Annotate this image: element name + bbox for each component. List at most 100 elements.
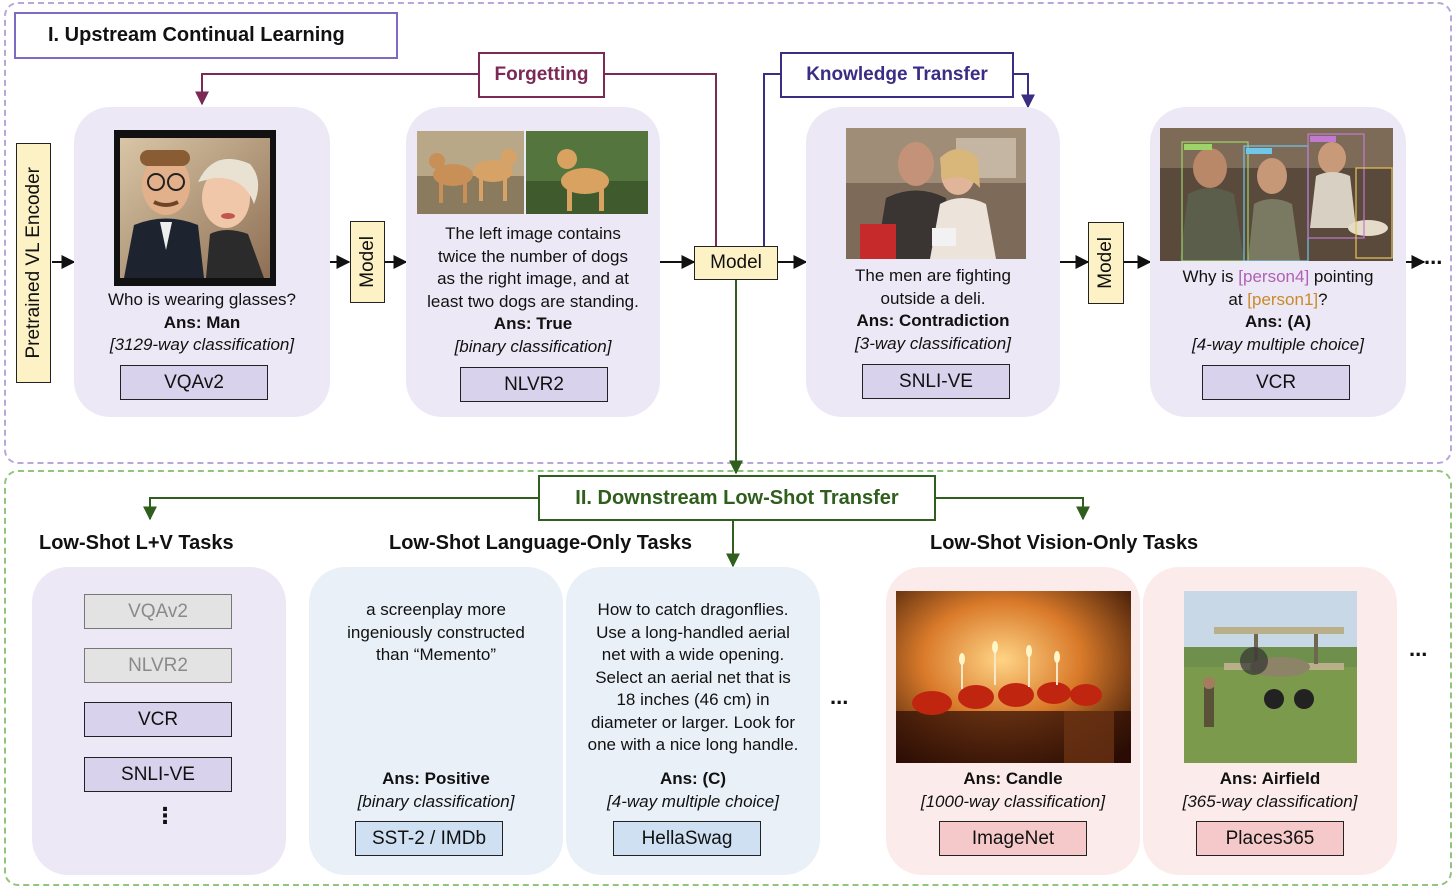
lv-tag-snli-ve: SNLI-VE	[84, 757, 232, 792]
language-ellipsis: ...	[830, 684, 849, 709]
knowledge-transfer-label-text: Knowledge Transfer	[806, 64, 988, 85]
snli-photo	[846, 128, 1026, 259]
forgetting-label: Forgetting	[478, 52, 605, 98]
tag-nlvr2-text: NLVR2	[504, 373, 564, 395]
nlvr-statement-line-3: as the right image, and at	[437, 269, 629, 288]
nlvr-statement-line-4: least two dogs are standing.	[427, 291, 639, 311]
knowledge-transfer-label: Knowledge Transfer	[780, 52, 1014, 98]
vqa-text: Who is wearing glasses? Ans: Man [3129-w…	[74, 289, 330, 357]
model-box-3-label: Model	[1095, 237, 1116, 289]
upstream-title-text: I. Upstream Continual Learning	[48, 24, 345, 46]
nlvr-answer: Ans: True	[493, 314, 573, 333]
tag-hellaswag-text: HellaSwag	[641, 827, 733, 849]
lv-tag-vcr: VCR	[84, 702, 232, 737]
sst-line-1: a screenplay more	[366, 600, 506, 619]
sst-line-3: than “Memento”	[376, 645, 496, 664]
lv-tag-vqav2-text: VQAv2	[128, 600, 188, 622]
model-box-1: Model	[350, 221, 385, 303]
vcr-ref-person4: [person4]	[1238, 267, 1310, 286]
arrow-downstream-to-lv	[143, 497, 538, 521]
tag-snli-ve: SNLI-VE	[862, 364, 1010, 399]
model-box-center-label: Model	[710, 252, 762, 273]
sst-task-kind: [binary classification]	[357, 791, 515, 811]
forgetting-path-right	[605, 73, 717, 246]
hellaswag-line-3: net with a wide opening.	[601, 645, 785, 664]
tag-nlvr2: NLVR2	[460, 367, 608, 402]
tag-places365: Places365	[1196, 821, 1344, 856]
model-box-center: Model	[694, 246, 778, 280]
imagenet-task-kind: [1000-way classification]	[920, 791, 1106, 811]
lv-tag-snli-ve-text: SNLI-VE	[121, 763, 195, 785]
vision-heading: Low-Shot Vision-Only Tasks	[930, 532, 1199, 554]
places-answer: Ans: Airfield	[1219, 769, 1321, 788]
tag-imagenet: ImageNet	[939, 821, 1087, 856]
tag-places365-text: Places365	[1225, 827, 1315, 849]
vcr-q2-post: ?	[1318, 289, 1328, 309]
upstream-ellipsis: ...	[1424, 244, 1443, 269]
sst-line-2: ingeniously constructed	[347, 622, 525, 642]
snli-hypothesis-line-1: The men are fighting	[855, 266, 1011, 285]
places-task-kind: [365-way classification]	[1182, 791, 1358, 811]
downstream-title-text: II. Downstream Low-Shot Transfer	[575, 486, 899, 509]
lv-tag-nlvr2: NLVR2	[84, 648, 232, 683]
sst-answer: Ans: Positive	[382, 769, 490, 788]
forgetting-label-text: Forgetting	[494, 64, 589, 85]
vcr-photo	[1160, 128, 1393, 261]
airfield-photo	[1184, 591, 1357, 763]
downstream-title: II. Downstream Low-Shot Transfer	[538, 475, 936, 521]
hellaswag-line-5: 18 inches (46 cm) in	[616, 690, 770, 709]
hellaswag-line-2: Use a long-handled aerial	[596, 622, 790, 642]
snli-hypothesis-line-2: outside a deli.	[880, 288, 986, 308]
vqa-photo	[114, 130, 276, 286]
vcr-task-kind: [4-way multiple choice]	[1192, 334, 1364, 354]
imagenet-answer: Ans: Candle	[963, 769, 1063, 788]
nlvr-text: The left image contains twice the number…	[406, 223, 660, 358]
tag-snli-ve-text: SNLI-VE	[899, 370, 973, 392]
arrow-downstream-to-vision	[936, 497, 1090, 521]
vcr-q2-pre: at	[1228, 289, 1248, 309]
sst-text: a screenplay more ingeniously constructe…	[309, 599, 563, 667]
vqa-answer: Ans: Man	[163, 312, 241, 332]
tag-vqav2-text: VQAv2	[164, 371, 224, 393]
vcr-question-line-1: Why is [person4] pointing	[1150, 266, 1406, 289]
upstream-section	[4, 2, 1452, 464]
snli-text: The men are fighting outside a deli. Ans…	[806, 265, 1060, 355]
tag-hellaswag: HellaSwag	[613, 821, 761, 856]
pretrained-encoder-box: Pretrained VL Encoder	[16, 143, 51, 383]
vqa-task-kind: [3129-way classification]	[109, 335, 295, 354]
forgetting-path-left	[195, 73, 478, 106]
vqa-question: Who is wearing glasses?	[107, 290, 297, 309]
model-box-1-label: Model	[356, 236, 378, 288]
lv-tag-nlvr2-text: NLVR2	[128, 654, 188, 676]
nlvr-statement-line-2: twice the number of dogs	[438, 246, 628, 266]
vcr-q-mid: pointing	[1309, 267, 1374, 286]
language-heading: Low-Shot Language-Only Tasks	[389, 532, 692, 554]
tag-vqav2: VQAv2	[120, 365, 268, 400]
tag-vcr: VCR	[1202, 365, 1350, 400]
lv-more: ⋮	[154, 803, 176, 828]
tag-sst2-imdb-text: SST-2 / IMDb	[371, 827, 487, 849]
downstream-section	[4, 470, 1452, 886]
hellaswag-answer: Ans: (C)	[659, 769, 727, 788]
vcr-ref-person1: [person1]	[1247, 289, 1319, 309]
hellaswag-line-6: diameter or larger. Look for	[590, 712, 796, 732]
lv-tag-vcr-text: VCR	[137, 708, 179, 730]
tag-sst2-imdb: SST-2 / IMDb	[355, 821, 503, 856]
places-answer-block: Ans: Airfield [365-way classification]	[1143, 768, 1397, 813]
lv-heading: Low-Shot L+V Tasks	[39, 532, 234, 554]
hellaswag-line-1: How to catch dragonflies.	[597, 600, 789, 619]
hellaswag-line-7: one with a nice long handle.	[587, 735, 799, 754]
nlvr-photos	[417, 131, 648, 214]
nlvr-statement-line-1: The left image contains	[445, 224, 621, 243]
transfer-path-right	[1014, 73, 1035, 109]
pretrained-encoder-label: Pretrained VL Encoder	[22, 167, 44, 359]
hellaswag-text: How to catch dragonflies. Use a long-han…	[566, 599, 820, 757]
snli-task-kind: [3-way classification]	[855, 333, 1011, 353]
vcr-q-pre: Why is	[1182, 267, 1239, 286]
vcr-answer: Ans: (A)	[1244, 312, 1312, 331]
transfer-path-left	[763, 73, 780, 246]
vcr-text: Why is [person4] pointing at [person1]? …	[1150, 266, 1406, 356]
hellaswag-line-4: Select an aerial net that is	[595, 667, 791, 687]
model-box-3: Model	[1088, 222, 1124, 304]
